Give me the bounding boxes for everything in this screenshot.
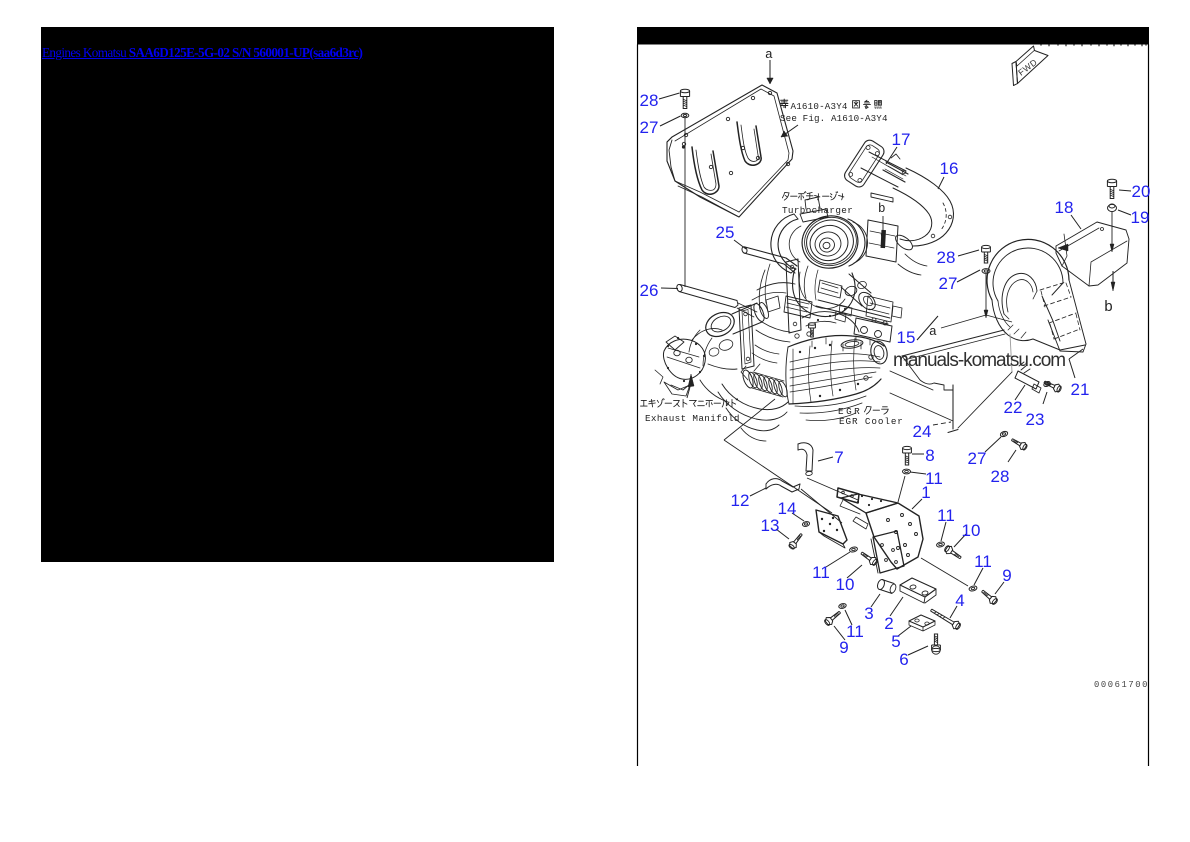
svg-text:10: 10 — [836, 575, 855, 594]
svg-text:2: 2 — [884, 614, 893, 633]
svg-text:14: 14 — [778, 499, 797, 518]
svg-text:17: 17 — [892, 130, 911, 149]
svg-text:6: 6 — [899, 650, 908, 669]
svg-text:26: 26 — [640, 281, 659, 300]
svg-text:28: 28 — [991, 467, 1010, 486]
svg-text:16: 16 — [940, 159, 959, 178]
svg-text:19: 19 — [1131, 208, 1150, 227]
svg-text:a: a — [765, 47, 773, 62]
svg-text:20: 20 — [1132, 182, 1151, 201]
svg-text:EGR: EGR — [838, 406, 862, 417]
svg-text:12: 12 — [731, 491, 750, 510]
svg-text:7: 7 — [834, 448, 843, 467]
svg-text:27: 27 — [968, 449, 987, 468]
svg-text:11: 11 — [925, 469, 943, 488]
svg-text:28: 28 — [937, 248, 956, 267]
svg-text:11: 11 — [937, 506, 955, 525]
svg-text:4: 4 — [955, 591, 964, 610]
svg-text:11: 11 — [846, 622, 864, 641]
svg-text:b: b — [878, 202, 886, 216]
svg-text:5: 5 — [891, 632, 900, 651]
svg-text:Turbocharger: Turbocharger — [782, 205, 853, 216]
svg-text:8: 8 — [925, 446, 934, 465]
svg-text:3: 3 — [864, 604, 873, 623]
svg-text:23: 23 — [1026, 410, 1045, 429]
svg-text:9: 9 — [1002, 566, 1011, 585]
svg-text:27: 27 — [640, 118, 659, 137]
svg-text:24: 24 — [913, 422, 932, 441]
svg-text:21: 21 — [1071, 380, 1090, 399]
svg-text:00061700: 00061700 — [1094, 680, 1149, 690]
svg-text:a: a — [929, 324, 937, 339]
svg-text:11: 11 — [812, 563, 830, 582]
svg-text:25: 25 — [716, 223, 735, 242]
svg-text:manuals-komatsu.com: manuals-komatsu.com — [893, 350, 1065, 371]
svg-text:11: 11 — [974, 552, 992, 571]
svg-text:Exhaust Manifold: Exhaust Manifold — [645, 413, 740, 424]
svg-text:27: 27 — [939, 274, 958, 293]
svg-text:10: 10 — [962, 521, 981, 540]
svg-text:1: 1 — [921, 483, 930, 502]
svg-text:18: 18 — [1055, 198, 1074, 217]
svg-text:28: 28 — [640, 91, 659, 110]
svg-text:b: b — [1104, 299, 1113, 316]
svg-text:15: 15 — [897, 328, 916, 347]
svg-text:EGR Cooler: EGR Cooler — [839, 416, 904, 427]
svg-text:13: 13 — [761, 516, 780, 535]
svg-text:A1610-A3Y4: A1610-A3Y4 — [791, 101, 848, 112]
svg-text:22: 22 — [1004, 398, 1023, 417]
svg-text:See Fig. A1610-A3Y4: See Fig. A1610-A3Y4 — [780, 113, 888, 124]
svg-text:9: 9 — [839, 638, 848, 657]
